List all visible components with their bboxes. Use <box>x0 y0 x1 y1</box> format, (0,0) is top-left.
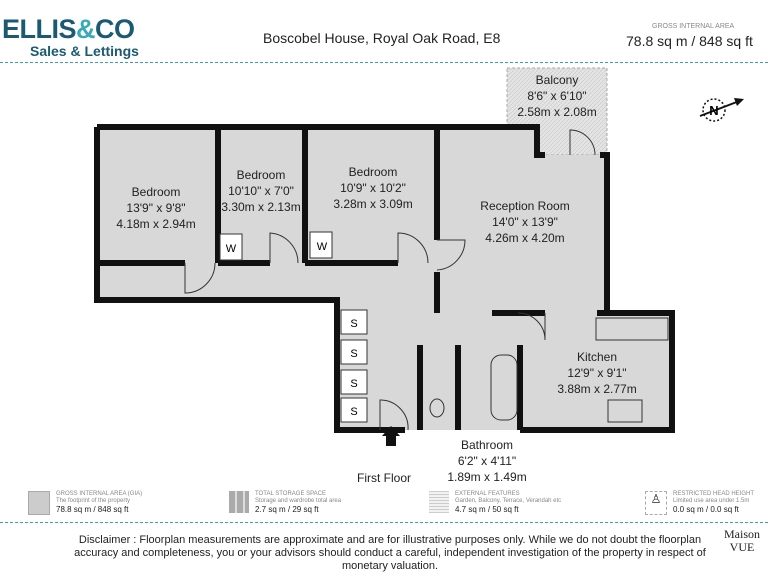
divider <box>0 522 768 523</box>
divider <box>0 62 768 63</box>
storage-label: S <box>350 378 357 390</box>
brand-logo: ELLIS&CO <box>2 14 135 44</box>
wardrobe-label: W <box>226 243 237 255</box>
logo-text: ELLIS <box>2 14 77 44</box>
gia-label: GROSS INTERNAL AREA <box>652 23 735 30</box>
gia-swatch-icon <box>28 491 50 515</box>
external-swatch-icon <box>429 491 449 513</box>
walls <box>94 124 675 433</box>
property-address: Boscobel House, Royal Oak Road, E8 <box>263 30 501 46</box>
storage-swatch-icon <box>229 491 249 513</box>
doors <box>184 129 669 431</box>
floor-area <box>97 127 672 430</box>
gia-value: 78.8 sq m / 848 sq ft <box>626 33 753 49</box>
disclaimer: Disclaimer : Floorplan measurements are … <box>74 534 706 572</box>
compass-label: N <box>709 103 718 118</box>
logo-amp: & <box>76 14 96 44</box>
legend-gia: GROSS INTERNAL AREA (GIA)The footprint o… <box>28 491 142 515</box>
storage-label: S <box>350 406 357 418</box>
wardrobe-label: W <box>317 241 328 253</box>
entrance-arrow-icon <box>382 426 400 446</box>
logo-text: CO <box>95 14 135 44</box>
floorplan: W W S S S S N <box>94 67 744 446</box>
bathtub-icon <box>490 354 518 421</box>
brand-tagline: Sales & Lettings <box>30 43 139 59</box>
toilet-icon <box>429 398 445 418</box>
compass-icon: N <box>699 98 744 122</box>
storage-label: S <box>350 348 357 360</box>
sink-icon <box>607 399 643 423</box>
person-icon: ♙ <box>645 491 667 515</box>
storage-cupboards <box>340 309 368 423</box>
floor-label: First Floor <box>357 471 411 485</box>
storage-label: S <box>350 318 357 330</box>
